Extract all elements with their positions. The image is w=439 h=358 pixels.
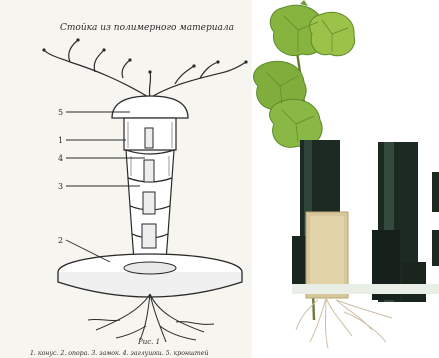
base-hub — [124, 262, 176, 274]
right-tube — [372, 142, 426, 302]
part-number-4: 4 — [58, 154, 63, 163]
part-number-2: 2 — [58, 236, 63, 245]
part-number-1: 1 — [58, 136, 63, 145]
part-number-5: 5 — [58, 108, 63, 117]
figure-label: Рис. 1 — [137, 338, 160, 346]
technical-drawing-panel: Стойка из полимерного материала — [0, 0, 252, 358]
drawing-caption: 1. конус. 2. опора. 3. замок. 4. заглушк… — [30, 350, 208, 357]
technical-drawing: Стойка из полимерного материала — [0, 0, 252, 358]
drawing-title: Стойка из полимерного материала — [60, 23, 234, 33]
bottom-tray — [292, 284, 439, 294]
seedling-photo — [252, 0, 439, 358]
part-number-3: 3 — [58, 182, 63, 191]
seedling-photo-panel — [252, 0, 439, 358]
